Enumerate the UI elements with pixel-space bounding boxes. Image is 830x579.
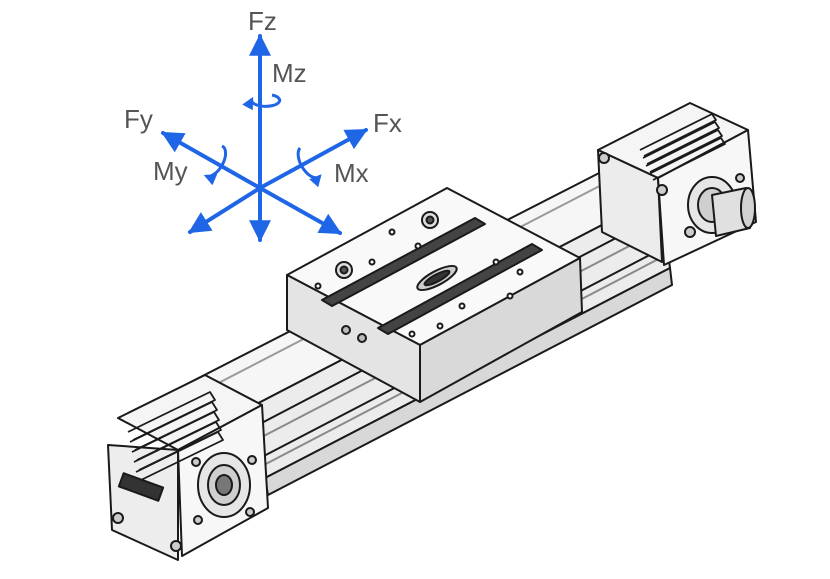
fx-arrow	[258, 128, 368, 190]
screw	[357, 333, 367, 343]
screw	[425, 215, 435, 225]
mounting-hole	[314, 282, 322, 290]
screw	[112, 512, 124, 524]
mounting-hole	[408, 330, 416, 338]
mounting-hole	[436, 322, 444, 330]
mounting-hole	[388, 228, 396, 236]
fx-label: Fx	[373, 108, 402, 138]
mz-rotation-icon	[242, 93, 282, 111]
screw	[735, 173, 745, 183]
force-arrows	[161, 33, 368, 243]
mz-label: Mz	[272, 58, 307, 88]
screw	[656, 184, 668, 196]
carriage-slot	[377, 243, 543, 335]
neg-fx-arrow	[188, 186, 262, 234]
screw	[193, 515, 203, 525]
mounting-hole	[516, 268, 524, 276]
screw	[191, 457, 201, 467]
carriage	[286, 187, 583, 403]
coordinate-axes-icon: Fz Mz Fy My Fx Mx	[124, 6, 402, 243]
screw	[598, 152, 610, 164]
left-end-cap	[107, 374, 269, 561]
linear-actuator-drawing	[107, 102, 757, 561]
drive-shaft-end	[740, 187, 756, 229]
carriage-slot	[321, 217, 486, 307]
mounting-hole	[492, 258, 500, 266]
my-rotation-icon	[203, 144, 228, 186]
mounting-hole	[368, 258, 376, 266]
fz-label: Fz	[248, 6, 277, 36]
axis-labels: Fz Mz Fy My Fx Mx	[124, 6, 402, 188]
screw	[247, 455, 257, 465]
right-end-cap	[597, 102, 757, 266]
left-cap-left-face	[107, 444, 179, 561]
screw	[170, 540, 182, 552]
mx-label: Mx	[334, 158, 369, 188]
bearing-bore	[215, 474, 233, 496]
carriage-center-plate-inner	[423, 269, 451, 287]
cooling-fins	[639, 113, 726, 181]
right-cap-left-face	[597, 149, 663, 263]
cooling-fins	[127, 391, 224, 481]
mx-rotation-icon	[296, 147, 322, 188]
mounting-hole	[458, 302, 466, 310]
connector	[117, 472, 165, 502]
neg-fy-arrow	[258, 186, 342, 235]
screw	[245, 507, 255, 517]
fy-arrow	[161, 131, 262, 190]
screw	[341, 325, 351, 335]
screw	[339, 265, 349, 275]
my-label: My	[153, 156, 188, 186]
screw	[684, 226, 696, 238]
carriage-right-side	[419, 257, 583, 403]
fy-label: Fy	[124, 104, 153, 134]
mounting-hole	[506, 292, 514, 300]
mounting-hole	[414, 242, 422, 250]
moment-rings	[203, 93, 322, 188]
